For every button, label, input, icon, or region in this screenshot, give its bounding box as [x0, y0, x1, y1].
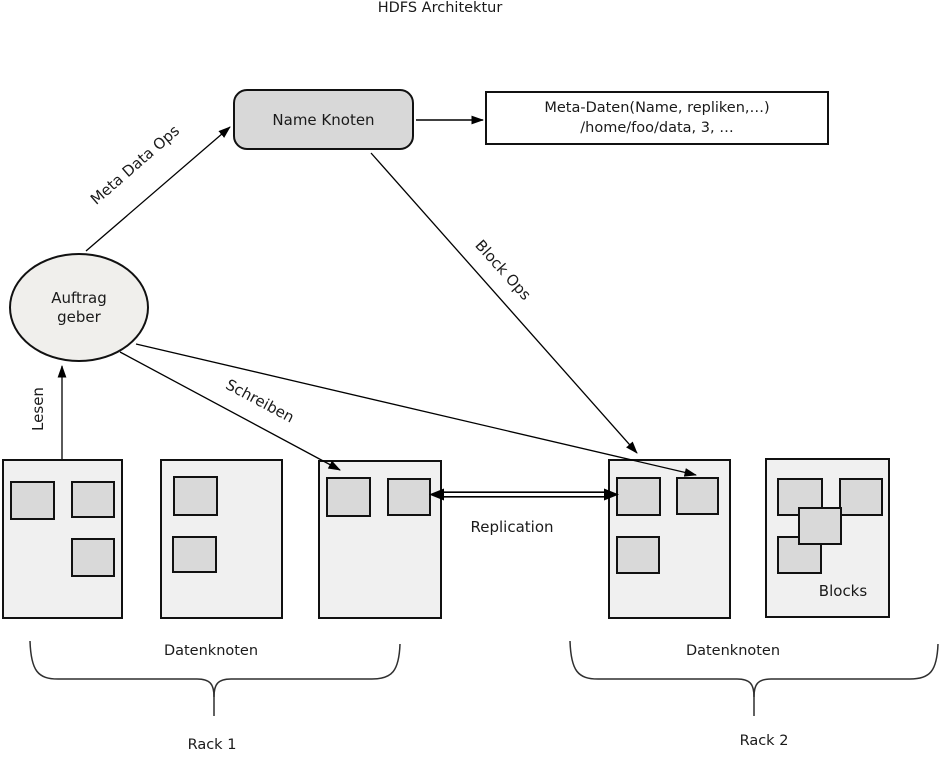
- replication-label: Replication: [470, 518, 554, 536]
- meta-data-ops-label: Meta Data Ops: [86, 121, 184, 209]
- rack2-label: Rack 2: [739, 733, 789, 749]
- edge-block-ops: [370, 152, 638, 454]
- rack1-label: Rack 1: [187, 737, 237, 753]
- name-node-label: Name Knoten: [272, 110, 375, 129]
- block-ops-label: Block Ops: [471, 236, 535, 304]
- edge-schreiben: [119, 351, 341, 471]
- client-label-line1: Auftrag: [51, 288, 107, 307]
- lesen-label: Lesen: [29, 387, 47, 431]
- meta-data-line2: /home/foo/data, 3, …: [580, 120, 734, 136]
- block: [387, 478, 431, 516]
- block: [839, 478, 883, 516]
- block: [616, 536, 660, 574]
- block: [10, 481, 55, 520]
- block: [676, 477, 719, 515]
- block: [798, 507, 842, 545]
- schreiben-label: Schreiben: [222, 375, 298, 427]
- block: [71, 538, 115, 577]
- client-ellipse: Auftrag geber: [9, 253, 149, 362]
- edge-client-to-rack2: [135, 343, 697, 477]
- block: [172, 536, 217, 573]
- block: [326, 477, 371, 517]
- block: [616, 477, 661, 516]
- client-label-line2: geber: [57, 307, 101, 326]
- name-node-shape: Name Knoten: [233, 89, 414, 150]
- blocks-label: Blocks: [818, 582, 868, 600]
- rack1-datanodes-label: Datenknoten: [163, 643, 259, 659]
- rack2-datanodes-label: Datenknoten: [685, 643, 781, 659]
- block: [71, 481, 115, 518]
- meta-data-line1: Meta-Daten(Name, repliken,…): [544, 100, 770, 116]
- meta-data-box: Meta-Daten(Name, repliken,…) /home/foo/d…: [485, 91, 829, 145]
- diagram-title: HDFS Architektur: [377, 0, 503, 16]
- edge-replication: [429, 488, 619, 501]
- block: [173, 476, 218, 516]
